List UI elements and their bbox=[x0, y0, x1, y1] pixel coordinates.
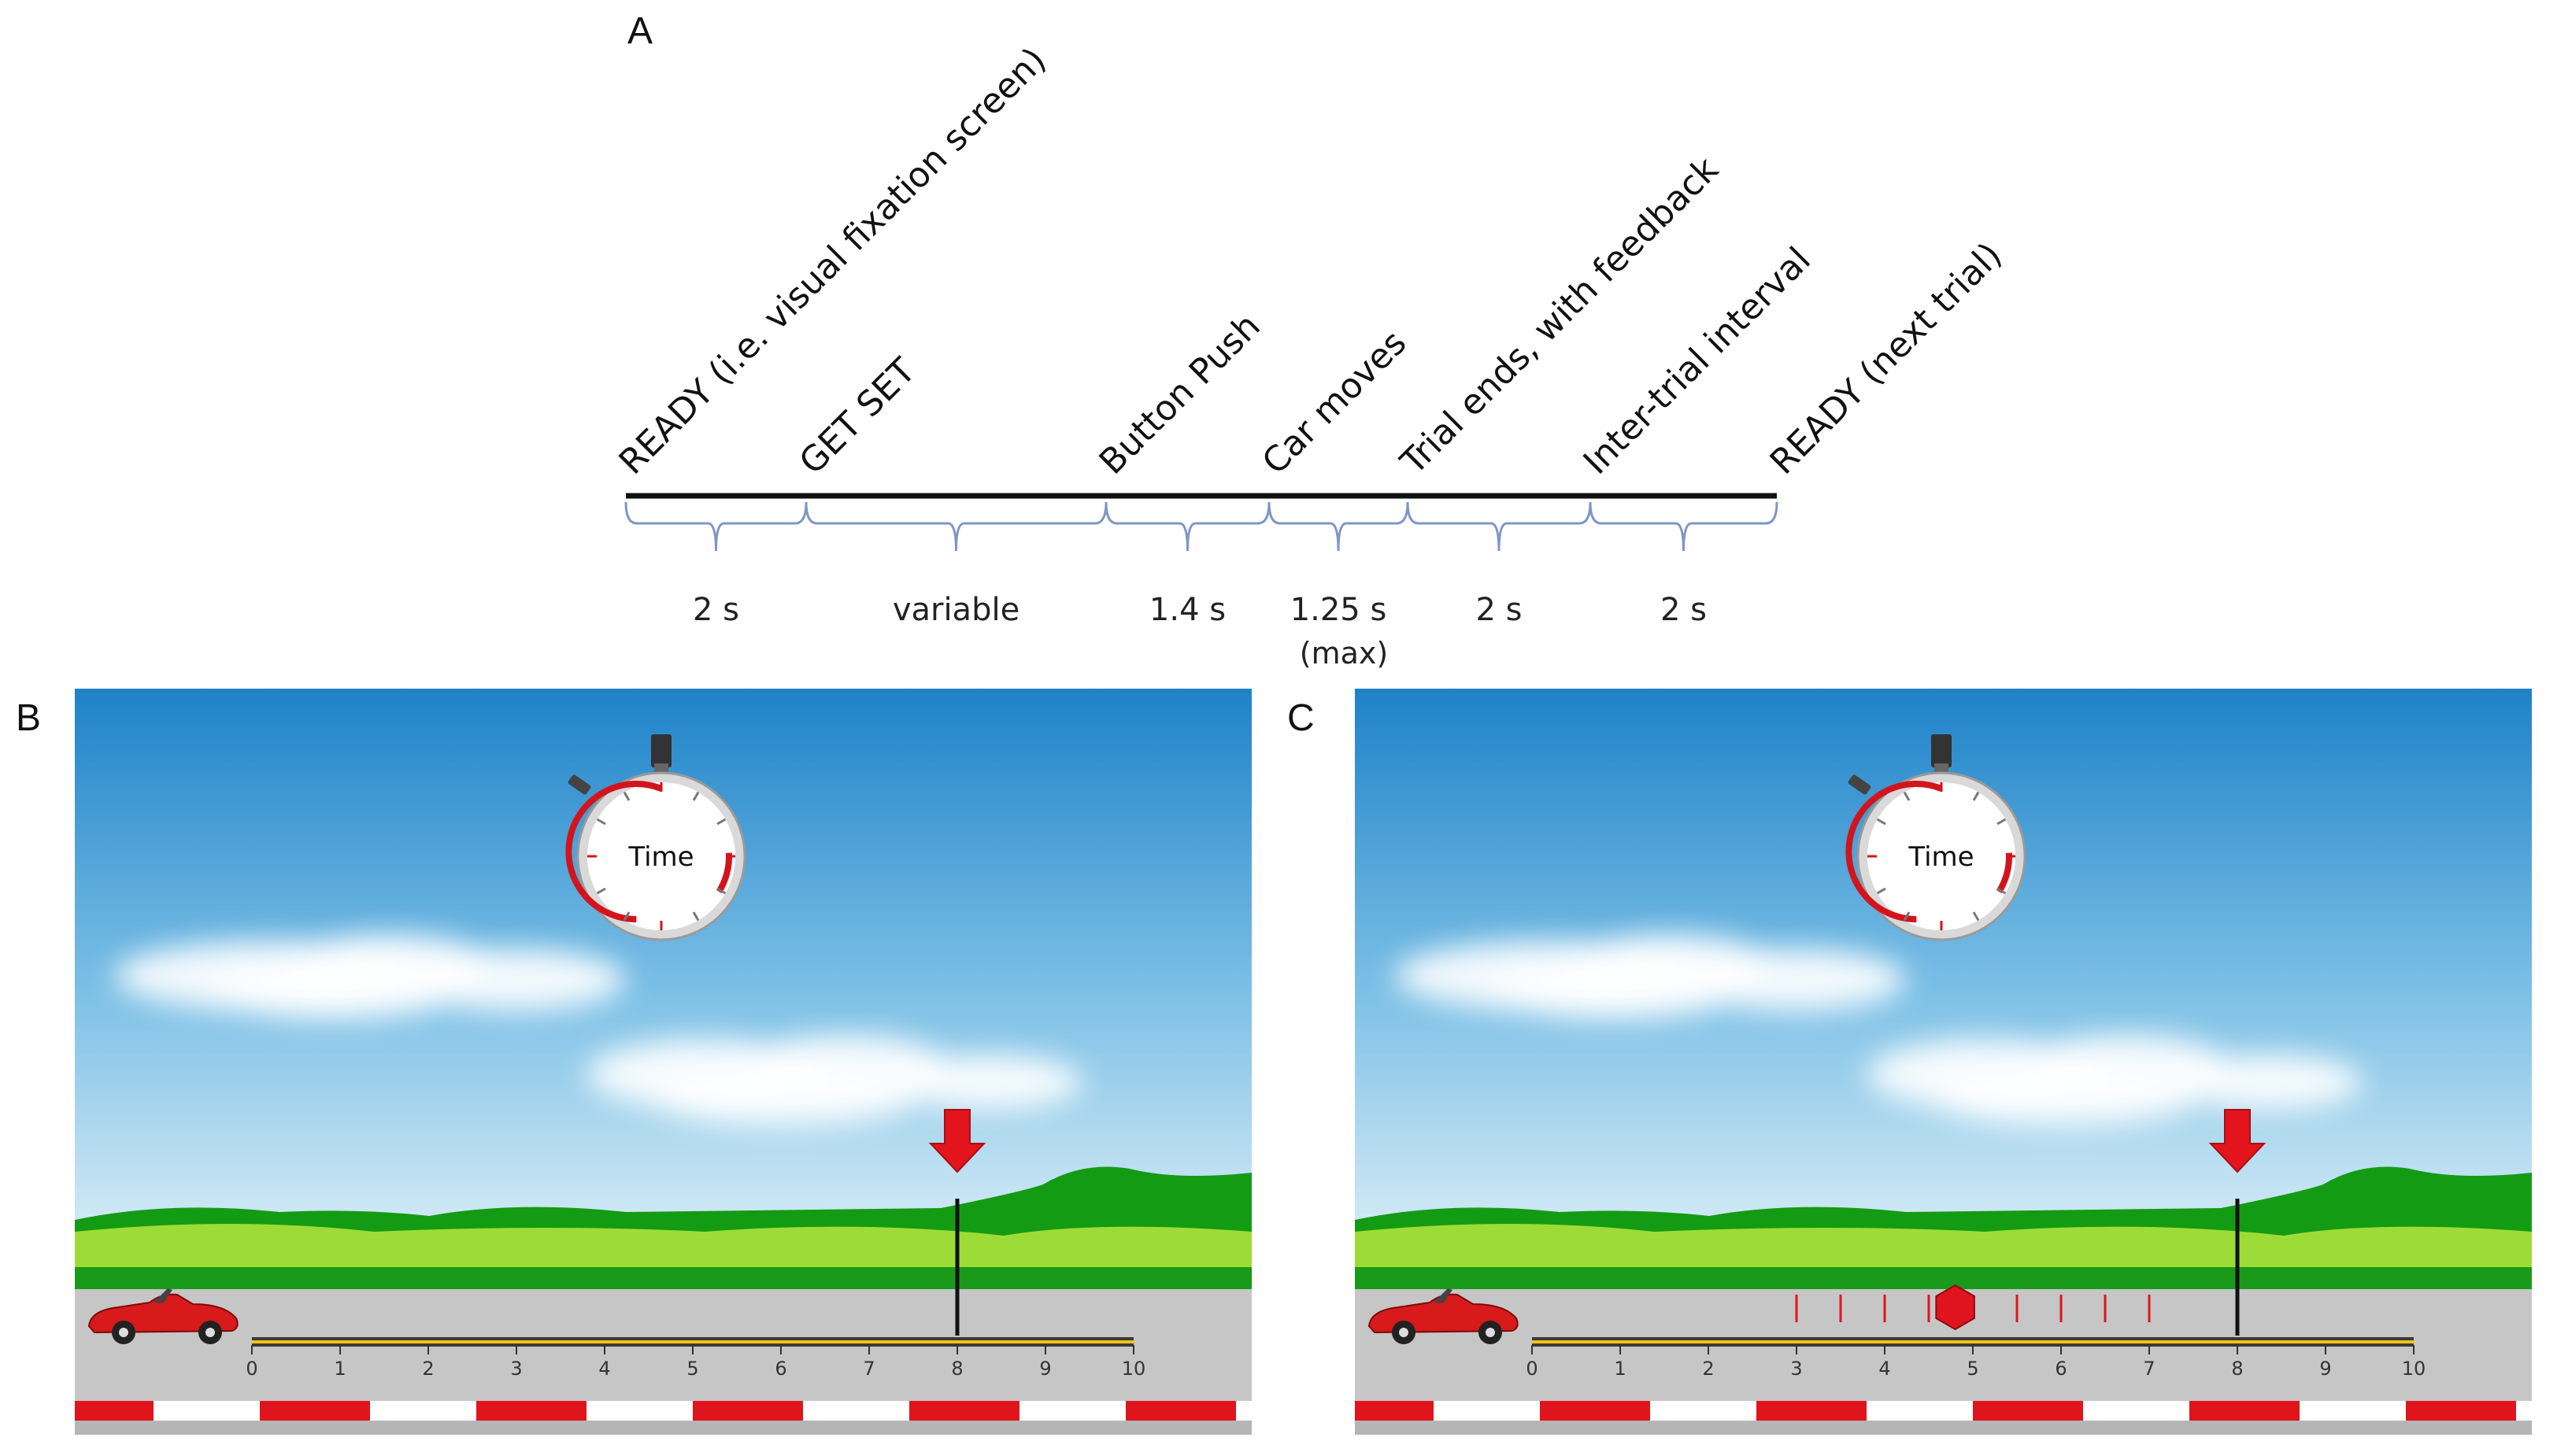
panel-label-a: A bbox=[627, 10, 653, 52]
duration-bracket bbox=[1267, 501, 1409, 552]
feedback-markers bbox=[1795, 1284, 2151, 1331]
stopwatch-icon: Time bbox=[1845, 734, 2026, 941]
scale-tick-label: 2 bbox=[422, 1358, 434, 1380]
road bbox=[75, 1289, 1252, 1411]
scale-tick-label: 0 bbox=[1526, 1358, 1538, 1380]
scale-tick-label: 7 bbox=[863, 1358, 875, 1380]
scale-tick-label: 9 bbox=[1039, 1358, 1051, 1380]
event-label: Trial ends, with feedback bbox=[1393, 149, 1726, 482]
scale-tick-label: 4 bbox=[1878, 1358, 1890, 1380]
scale-tick-label: 2 bbox=[1702, 1358, 1714, 1380]
scale-tick-label: 10 bbox=[2402, 1358, 2426, 1380]
scale-tick-label: 4 bbox=[598, 1358, 610, 1380]
scale-tick-label: 0 bbox=[246, 1358, 257, 1380]
curb bbox=[75, 1401, 1252, 1435]
duration-label: 2 s bbox=[693, 592, 739, 628]
scale-tick-label: 3 bbox=[510, 1358, 522, 1380]
game-scene-c: 0 1 2 3 4 5 6 7 8 9 10 Time bbox=[1355, 689, 2532, 1435]
duration-label: 2 s bbox=[1475, 592, 1522, 628]
distance-scale: 0 1 2 3 4 5 6 7 8 9 10 bbox=[1526, 1337, 2426, 1380]
target-arrow-icon bbox=[928, 1109, 986, 1173]
race-car-icon bbox=[87, 1288, 239, 1344]
stop-position-hexagon-icon bbox=[1935, 1284, 1975, 1331]
event-label: Button Push bbox=[1092, 306, 1268, 482]
race-car-icon bbox=[1367, 1288, 1519, 1344]
scale-tick-label: 9 bbox=[2319, 1358, 2331, 1380]
event-label: Car moves bbox=[1255, 323, 1415, 482]
scale-tick-label: 8 bbox=[951, 1358, 963, 1380]
scale-tick-label: 6 bbox=[775, 1358, 786, 1380]
trial-timeline: READY (i.e. visual fixation screen)GET S… bbox=[612, 40, 2010, 671]
panel-label-c: C bbox=[1287, 697, 1315, 739]
duration-label: 2 s bbox=[1660, 592, 1707, 628]
distance-scale: 0 1 2 3 4 5 6 7 8 9 10 bbox=[246, 1337, 1145, 1380]
event-labels: READY (i.e. visual fixation screen)GET S… bbox=[612, 40, 2010, 483]
duration-label: 1.25 s bbox=[1290, 592, 1387, 628]
scale-tick-label: 7 bbox=[2143, 1358, 2155, 1380]
stopwatch-label: Time bbox=[1908, 841, 1974, 873]
duration-label: variable bbox=[893, 592, 1019, 628]
duration-bracket bbox=[1406, 501, 1592, 552]
scale-tick-label: 5 bbox=[686, 1358, 698, 1380]
scale-tick-label: 1 bbox=[334, 1358, 346, 1380]
game-scene-b: 0 1 2 3 4 5 6 7 8 9 10 Time bbox=[75, 689, 1252, 1435]
grass-strip bbox=[75, 1267, 1252, 1289]
duration-brackets bbox=[624, 501, 1778, 552]
clouds bbox=[114, 934, 1082, 1125]
duration-label: 1.4 s bbox=[1149, 592, 1226, 628]
scale-tick-label: 5 bbox=[1967, 1358, 1978, 1380]
duration-bracket bbox=[805, 501, 1108, 552]
duration-bracket bbox=[1589, 501, 1778, 552]
duration-bracket bbox=[624, 501, 808, 552]
scale-tick-label: 10 bbox=[1122, 1358, 1146, 1380]
scale-tick-label: 8 bbox=[2231, 1358, 2243, 1380]
panel-label-b: B bbox=[16, 697, 42, 739]
scale-tick-label: 1 bbox=[1614, 1358, 1626, 1380]
duration-note: (max) bbox=[1300, 636, 1388, 671]
scale-tick-label: 6 bbox=[2055, 1358, 2067, 1380]
event-label: GET SET bbox=[792, 351, 923, 482]
duration-bracket bbox=[1105, 501, 1271, 552]
curb bbox=[1355, 1401, 2532, 1435]
clouds bbox=[1394, 934, 2363, 1125]
stopwatch-icon: Time bbox=[565, 734, 746, 941]
scale-tick-label: 3 bbox=[1790, 1358, 1802, 1380]
stopwatch-label: Time bbox=[627, 841, 694, 873]
target-arrow-icon bbox=[2208, 1109, 2267, 1173]
grass-strip bbox=[1355, 1267, 2532, 1289]
duration-labels: 2 s variable 1.4 s 1.25 s 2 s 2 s bbox=[693, 592, 1707, 628]
